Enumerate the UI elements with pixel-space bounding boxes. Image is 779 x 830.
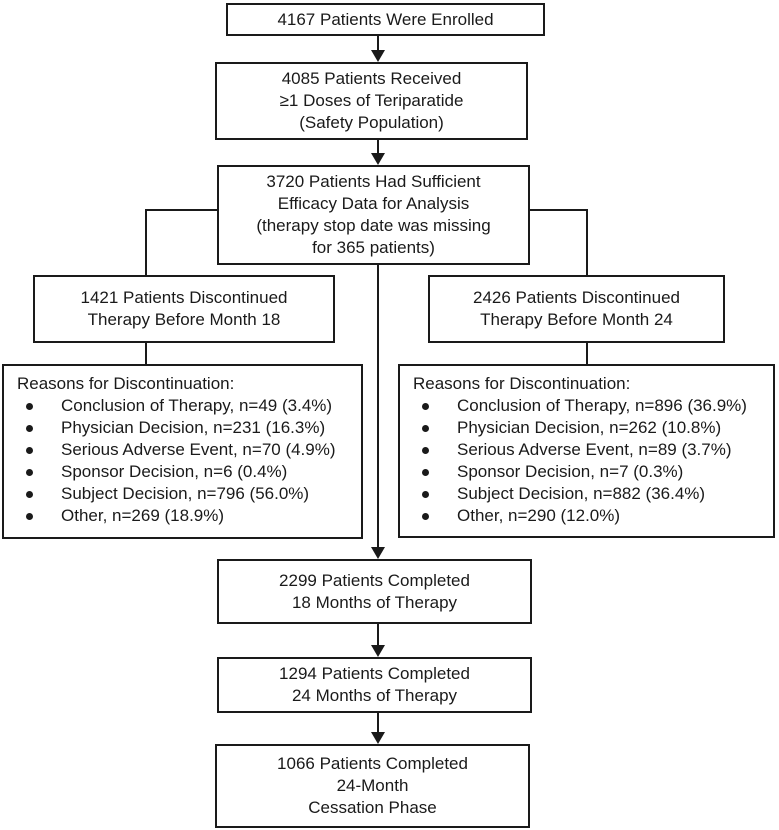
box-text-line: Therapy Before Month 18 <box>87 310 281 329</box>
reason-item: Subject Decision, n=796 (56.0%) <box>17 483 309 505</box>
reason-item-label: Physician Decision, n=231 (16.3%) <box>61 418 326 437</box>
reason-item-label: Sponsor Decision, n=7 (0.3%) <box>457 462 684 481</box>
arrowhead-icon <box>371 645 385 657</box>
connector-right-vertical <box>586 209 588 275</box>
box-text-line: 1421 Patients Discontinued <box>80 288 288 307</box>
arrow-line-enrolled-to-safety <box>377 36 379 52</box>
box-text-line: Therapy Before Month 24 <box>480 310 673 329</box>
flow-box-cessation-phase: 1066 Patients Completed 24-Month Cessati… <box>215 744 530 828</box>
reason-item-label: Serious Adverse Event, n=89 (3.7%) <box>457 440 732 459</box>
flow-box-completed-18months: 2299 Patients Completed 18 Months of The… <box>217 559 532 624</box>
flow-box-reasons-month24: Reasons for Discontinuation: Conclusion … <box>398 364 775 538</box>
box-text-line: Efficacy Data for Analysis <box>277 194 470 213</box>
flow-box-efficacy-analysis: 3720 Patients Had Sufficient Efficacy Da… <box>217 165 530 265</box>
box-text-line: 1066 Patients Completed <box>277 754 468 773</box>
bullet-icon <box>26 402 33 410</box>
box-text-line: 4085 Patients Received <box>281 69 462 88</box>
bullet-icon <box>26 490 33 498</box>
bullet-icon <box>422 402 429 410</box>
reason-item-label: Subject Decision, n=796 (56.0%) <box>61 484 310 503</box>
arrow-line-completed18-to-completed24 <box>377 624 379 645</box>
box-text-line: Cessation Phase <box>308 798 437 817</box>
flow-box-discontinued-month24: 2426 Patients Discontinued Therapy Befor… <box>428 275 725 343</box>
box-text-line: 3720 Patients Had Sufficient <box>266 172 481 191</box>
connector-left-horizontal <box>145 209 219 211</box>
connector-left-short <box>145 341 147 366</box>
flow-box-reasons-month18: Reasons for Discontinuation: Conclusion … <box>2 364 363 539</box>
reason-item: Physician Decision, n=231 (16.3%) <box>17 417 325 439</box>
reason-item-label: Serious Adverse Event, n=70 (4.9%) <box>61 440 336 459</box>
reason-item-label: Conclusion of Therapy, n=49 (3.4%) <box>61 396 333 415</box>
reason-item: Sponsor Decision, n=6 (0.4%) <box>17 461 287 483</box>
box-text-line: 2299 Patients Completed <box>279 570 470 590</box>
box-text-line: 4167 Patients Were Enrolled <box>277 9 494 29</box>
reason-item: Serious Adverse Event, n=70 (4.9%) <box>17 439 336 461</box>
box-text-line: 24 Months of Therapy <box>291 686 458 705</box>
bullet-icon <box>422 446 429 454</box>
box-text-line: ≥1 Doses of Teriparatide <box>279 91 464 110</box>
reason-item-label: Conclusion of Therapy, n=896 (36.9%) <box>457 396 747 415</box>
reason-item-label: Sponsor Decision, n=6 (0.4%) <box>61 462 288 481</box>
arrow-line-efficacy-to-completed18 <box>377 265 379 547</box>
reason-item: Conclusion of Therapy, n=49 (3.4%) <box>17 395 332 417</box>
arrowhead-icon <box>371 732 385 744</box>
box-text-line: 2426 Patients Discontinued <box>473 288 680 307</box>
box-text-line: (therapy stop date was missing <box>256 216 491 235</box>
reason-item: Sponsor Decision, n=7 (0.3%) <box>413 461 683 483</box>
reason-item: Subject Decision, n=882 (36.4%) <box>413 483 705 505</box>
bullet-icon <box>422 490 429 498</box>
reason-item-label: Subject Decision, n=882 (36.4%) <box>457 484 706 503</box>
bullet-icon <box>422 512 429 520</box>
box-text-line: 18 Months of Therapy <box>291 592 458 612</box>
reason-item: Other, n=290 (12.0%) <box>413 505 620 527</box>
connector-right-horizontal <box>528 209 588 211</box>
bullet-icon <box>26 468 33 476</box>
reason-item-label: Other, n=290 (12.0%) <box>457 506 621 525</box>
bullet-icon <box>422 424 429 432</box>
reason-item: Physician Decision, n=262 (10.8%) <box>413 417 721 439</box>
bullet-icon <box>26 424 33 432</box>
box-text-line: 24-Month <box>336 776 409 795</box>
box-text-line: for 365 patients) <box>312 238 435 257</box>
reasons-title: Reasons for Discontinuation: <box>17 374 235 393</box>
flow-box-safety-population: 4085 Patients Received ≥1 Doses of Terip… <box>215 62 528 140</box>
reason-item: Serious Adverse Event, n=89 (3.7%) <box>413 439 732 461</box>
arrow-line-completed24-to-cessation <box>377 713 379 732</box>
bullet-icon <box>26 446 33 454</box>
arrow-line-safety-to-efficacy <box>377 140 379 153</box>
flow-box-discontinued-month18: 1421 Patients Discontinued Therapy Befor… <box>33 275 335 343</box>
reasons-title: Reasons for Discontinuation: <box>413 374 631 393</box>
reason-item-label: Physician Decision, n=262 (10.8%) <box>457 418 722 437</box>
reason-item: Other, n=269 (18.9%) <box>17 505 224 527</box>
bullet-icon <box>422 468 429 476</box>
box-text-line: 1294 Patients Completed <box>279 664 470 683</box>
arrowhead-icon <box>371 153 385 165</box>
reason-item: Conclusion of Therapy, n=896 (36.9%) <box>413 395 747 417</box>
connector-right-short <box>586 341 588 366</box>
flow-box-completed-24months: 1294 Patients Completed 24 Months of The… <box>217 657 532 713</box>
arrowhead-icon <box>371 547 385 559</box>
arrowhead-icon <box>371 50 385 62</box>
connector-left-vertical <box>145 209 147 275</box>
flow-box-enrolled: 4167 Patients Were Enrolled <box>226 3 545 36</box>
reason-item-label: Other, n=269 (18.9%) <box>61 506 225 525</box>
bullet-icon <box>26 512 33 520</box>
box-text-line: (Safety Population) <box>299 113 444 132</box>
